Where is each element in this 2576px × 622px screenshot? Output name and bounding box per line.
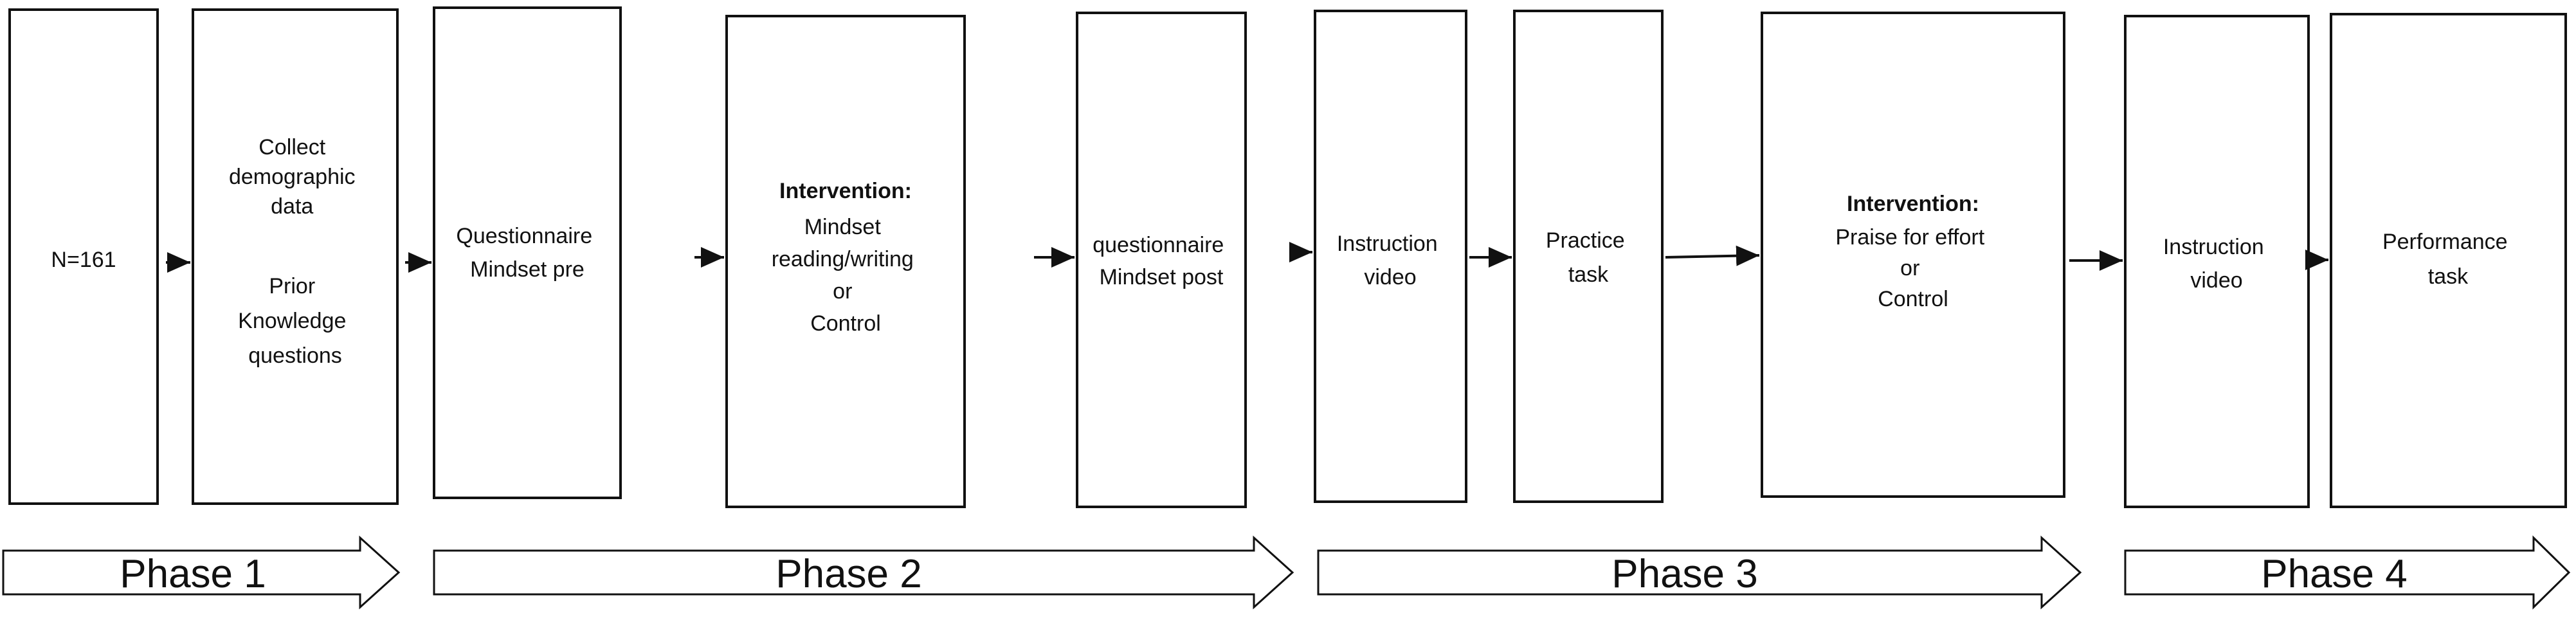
svg-text:Practice task: Practice task (1546, 228, 1631, 287)
svg-text:Collect demographic: Collect demographic data Prior Knowledge… (229, 135, 361, 368)
phase-arrow-1: Phase 1 (2, 535, 401, 610)
step-2-line: demographic (229, 165, 356, 189)
step-3-line: Questionnaire (456, 224, 592, 248)
step-2-line: Prior (269, 274, 315, 298)
phase-arrow-4: Phase 4 (2124, 535, 2571, 610)
step-6-line: Instruction (1337, 232, 1438, 256)
svg-text:N=161: N=161 (51, 248, 116, 272)
step-6-line: video (1364, 265, 1416, 289)
step-4-line: Mindset (804, 215, 882, 239)
step-5-line: Mindset post (1100, 265, 1224, 289)
svg-text:Intervention:: Intervention: (1847, 192, 1979, 216)
step-4-line: reading/writing (772, 247, 914, 271)
svg-text:Instruction video: Instruction video (2163, 235, 2270, 293)
step-box-1: N=161 (8, 8, 159, 505)
svg-text:Questionnaire Mindset pr: Questionnaire Mindset pre (456, 224, 598, 282)
step-box-10: Performance task (2330, 13, 2567, 508)
connector-arrow (1665, 245, 1760, 266)
phase-label: Phase 2 (776, 552, 922, 596)
step-10-line: Performance (2382, 230, 2508, 254)
step-box-4: Intervention: Mindset reading/writing or… (725, 15, 966, 508)
phase-label: Phase 3 (1611, 552, 1758, 596)
step-2-line: data (271, 194, 313, 219)
step-7-line: Practice (1546, 228, 1625, 253)
step-2-line: Collect (259, 135, 325, 160)
step-4-heading: Intervention: (779, 179, 912, 203)
step-8-line: Control (1878, 287, 1948, 311)
step-4-line: Control (810, 311, 881, 336)
svg-text:Instruction video: Instruction video (1337, 232, 1444, 289)
step-box-7: Practice task (1513, 10, 1664, 503)
step-7-line: task (1568, 262, 1609, 287)
step-3-line: Mindset pre (470, 257, 585, 282)
step-8-line: Praise for effort (1835, 225, 1984, 250)
svg-text:questionnaire Mindset po: questionnaire Mindset post (1093, 233, 1230, 289)
step-8-heading: Intervention: (1847, 192, 1979, 216)
phase-label: Phase 1 (120, 552, 266, 596)
svg-text:Praise for effort or: Praise for effort or Control (1835, 225, 1990, 311)
step-2-line: Knowledge (238, 309, 346, 333)
step-1-line: N=161 (51, 248, 116, 272)
step-10-line: task (2428, 264, 2469, 289)
step-box-8: Intervention: Praise for effort or Contr… (1761, 12, 2065, 498)
phase-arrow-2: Phase 2 (433, 535, 1294, 610)
step-9-line: video (2190, 268, 2242, 293)
step-box-6: Instruction video (1314, 10, 1467, 503)
step-box-5: questionnaire Mindset post (1076, 12, 1247, 508)
phase-arrow-3: Phase 3 (1317, 535, 2082, 610)
step-4-line: or (833, 279, 852, 304)
step-5-line: questionnaire (1093, 233, 1224, 257)
phase-label: Phase 4 (2261, 552, 2408, 596)
svg-text:Performance task: Performance task (2382, 230, 2514, 289)
step-box-2: Collect demographic data Prior Knowledge… (192, 8, 399, 505)
step-box-3: Questionnaire Mindset pre (433, 6, 622, 499)
svg-text:Intervention:: Intervention: (779, 179, 912, 203)
step-9-line: Instruction (2163, 235, 2264, 259)
step-box-9: Instruction video (2124, 15, 2310, 508)
svg-text:Mindset reading/writing: Mindset reading/writing or Control (772, 215, 920, 336)
step-8-line: or (1900, 256, 1919, 280)
step-2-line: questions (248, 343, 342, 368)
